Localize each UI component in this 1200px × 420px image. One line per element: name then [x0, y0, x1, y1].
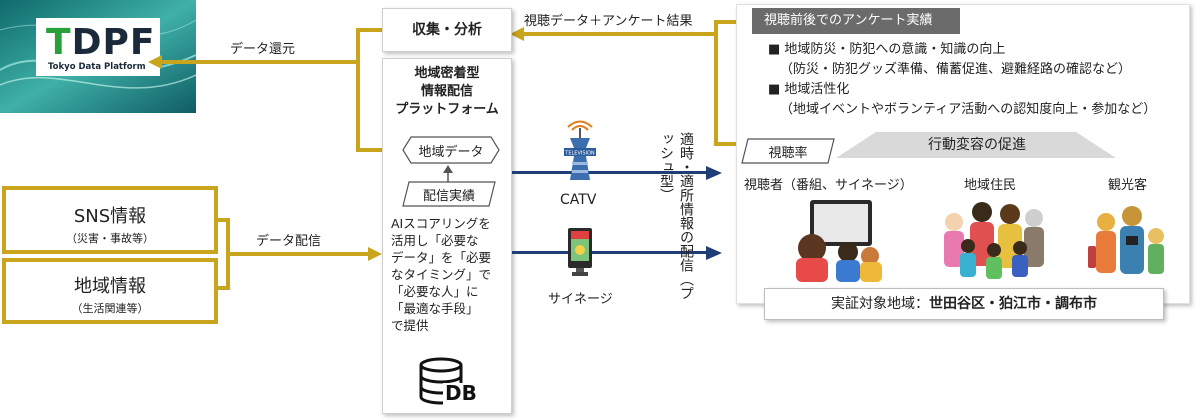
region-names: 世田谷区・狛江市・調布市	[929, 296, 1097, 312]
local-data-label: 地域データ	[418, 145, 484, 160]
tdpf-logo: TDPF Tokyo Data Platform	[0, 0, 196, 113]
tourists-illustration	[1088, 206, 1164, 274]
signage-label: サイネージ	[548, 292, 613, 307]
connector-delivery	[226, 252, 370, 256]
platform-body-line-4: なタイミング」で	[391, 267, 492, 282]
source-local-subtitle: （生活関連等）	[71, 302, 149, 315]
audience-tourists: 観光客	[1108, 178, 1148, 193]
viewing-rate-tag	[741, 138, 835, 164]
connector-return-h	[160, 60, 360, 64]
tdpf-subtitle: Tokyo Data Platform	[48, 62, 146, 72]
platform-title-line-2: 情報配信	[420, 84, 473, 99]
survey-header: 視聴前後でのアンケート実績	[752, 8, 960, 34]
connector-to-survey	[714, 20, 752, 24]
connector-to-collect	[356, 28, 383, 32]
platform-body-line-5: 「必要な人」に	[391, 284, 479, 299]
svg-text:TELEVISION: TELEVISION	[564, 151, 595, 157]
connector-left-vert	[356, 28, 360, 152]
residents-illustration	[944, 202, 1044, 279]
catv-line	[512, 171, 708, 174]
behavior-change-banner	[836, 132, 1116, 158]
source-local-box: 地域情報 （生活関連等）	[2, 258, 218, 324]
database-icon	[419, 357, 479, 407]
timely-delivery-label: 適時・適所情報の配信（プッシュ型）	[658, 132, 694, 300]
tdpf-title: TDPF	[46, 22, 156, 63]
region-box: 実証対象地域：世田谷区・狛江市・調布市	[764, 288, 1164, 320]
region-label: 実証対象地域：世田谷区・狛江市・調布市	[765, 289, 1163, 319]
tv-tower-icon: TELEVISION	[564, 120, 596, 180]
collect-analyze-label: 収集・分析	[412, 22, 482, 38]
survey-header-label: 視聴前後でのアンケート実績	[764, 13, 933, 28]
survey-items: ■ 地域防災・防犯への意識・知識の向上 （防災・防犯グッズ準備、備蓄促進、避難経…	[768, 40, 1178, 120]
signage-line	[512, 251, 708, 254]
platform-body-line-7: で提供	[391, 318, 429, 333]
collect-analyze-box: 収集・分析	[382, 8, 512, 52]
tdpf-background	[0, 0, 196, 113]
audience-residents: 地域住民	[964, 178, 1017, 193]
connector-local	[216, 286, 228, 290]
viewing-rate-label: 視聴率	[768, 146, 808, 161]
delivery-record-label: 配信実績	[422, 189, 475, 204]
delivery-record-tag	[402, 181, 496, 207]
catv-arrow-icon	[706, 166, 722, 180]
platform-body-line-6: 「最適な手段」	[391, 301, 479, 316]
source-sns-title: SNS情報	[73, 206, 147, 227]
connector-to-viewrate	[714, 142, 744, 146]
platform-body-line-2: 活用し「必要な	[391, 233, 479, 248]
connector-right-vert-top	[714, 20, 718, 36]
platform-title: 地域密着型 情報配信 プラットフォーム	[383, 65, 511, 119]
platform-box: 地域密着型 情報配信 プラットフォーム 地域データ 配信実績 AIスコアリングを…	[382, 58, 512, 414]
label-data-delivery: データ配信	[256, 234, 322, 249]
local-data-tag	[402, 136, 500, 164]
signage-icon	[568, 228, 592, 276]
catv-label: CATV	[560, 192, 597, 208]
audience-viewer: 視聴者（番組、サイネージ）	[744, 178, 913, 193]
source-sns-box: SNS情報 （災害・事故等）	[2, 186, 218, 254]
source-sns-subtitle: （災害・事故等）	[66, 232, 154, 245]
survey-item-2-sub: （地域イベントやボランティア活動への認知度向上・参加など）	[780, 102, 1157, 117]
viewers-illustration	[796, 200, 882, 282]
platform-body: AIスコアリングを 活用し「必要な データ」を「必要 なタイミング」で 「必要な…	[391, 215, 509, 334]
connector-right-vert	[714, 32, 718, 146]
signage-arrow-icon	[706, 246, 722, 260]
survey-item-2-main: ■ 地域活性化	[768, 82, 850, 97]
platform-title-line-1: 地域密着型	[414, 66, 480, 81]
region-prefix: 実証対象地域：	[831, 296, 929, 312]
platform-body-line-1: AIスコアリングを	[391, 216, 491, 231]
platform-title-line-3: プラットフォーム	[395, 102, 499, 117]
connector-sns	[216, 218, 228, 222]
arrow-collect-icon	[510, 27, 524, 41]
arrow-return-icon	[148, 55, 162, 69]
platform-body-line-3: データ」を「必要	[391, 250, 492, 265]
survey-item-1-sub: （防災・防犯グッズ準備、備蓄促進、避難経路の確認など）	[780, 62, 1132, 77]
tdpf-title-rest: DPF	[71, 22, 156, 63]
source-local-title: 地域情報	[74, 276, 146, 297]
label-viewing-survey: 視聴データ＋アンケート結果	[524, 14, 693, 29]
db-label: DB	[445, 381, 477, 405]
connector-from-survey	[514, 32, 716, 36]
arrow-delivery-icon	[368, 247, 382, 261]
connector-to-localdata	[356, 148, 401, 152]
survey-item-1-main: ■ 地域防災・防犯への意識・知識の向上	[768, 42, 1006, 57]
behavior-change-label: 行動変容の促進	[928, 137, 1026, 153]
label-data-return: データ還元	[230, 42, 296, 57]
